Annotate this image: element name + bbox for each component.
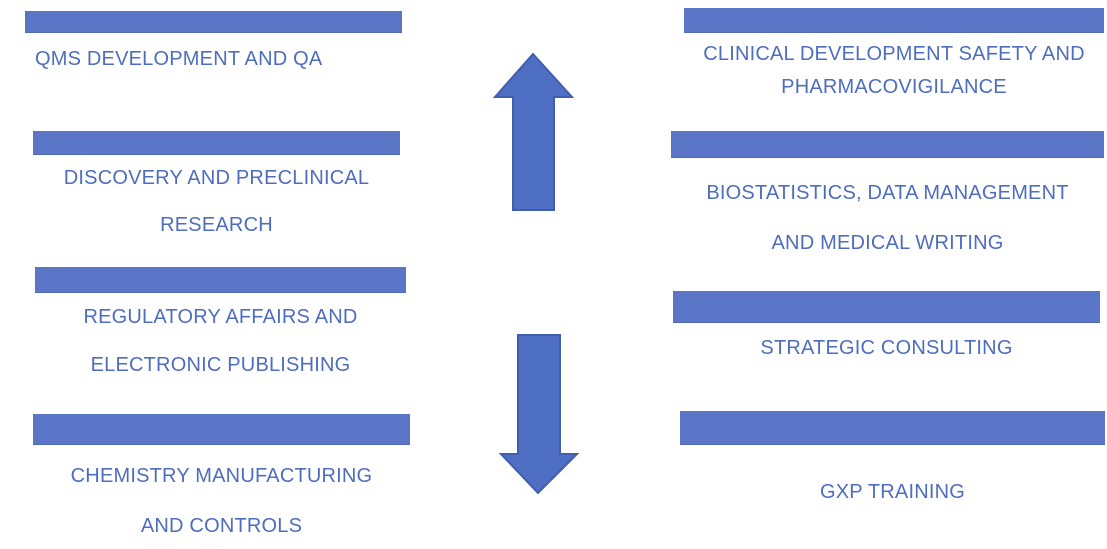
service-label-line: RESEARCH <box>160 214 273 236</box>
service-item-l2: DISCOVERY AND PRECLINICAL RESEARCH <box>33 131 400 249</box>
service-label: BIOSTATISTICS, DATA MANAGEMENT AND MEDICA… <box>671 168 1104 268</box>
service-bar <box>33 414 410 445</box>
service-label: GXP TRAINING <box>680 467 1105 517</box>
service-label-line: AND CONTROLS <box>140 515 303 537</box>
service-label: STRATEGIC CONSULTING <box>673 323 1100 373</box>
service-label-line: REGULATORY AFFAIRS AND <box>83 306 358 328</box>
service-item-l3: REGULATORY AFFAIRS AND ELECTRONIC PUBLISH… <box>35 267 406 389</box>
service-item-r2: BIOSTATISTICS, DATA MANAGEMENT AND MEDICA… <box>671 131 1104 268</box>
service-bar <box>673 291 1100 323</box>
service-bar <box>25 11 402 33</box>
service-label-line: STRATEGIC CONSULTING <box>760 337 1013 359</box>
service-item-r4: GXP TRAINING <box>680 411 1105 517</box>
service-label: REGULATORY AFFAIRS AND ELECTRONIC PUBLISH… <box>35 293 406 389</box>
service-label: CHEMISTRY MANUFACTURING AND CONTROLS <box>33 451 410 549</box>
service-item-l4: CHEMISTRY MANUFACTURING AND CONTROLS <box>33 414 410 549</box>
service-bar <box>684 8 1104 33</box>
service-bar <box>33 131 400 155</box>
service-label: DISCOVERY AND PRECLINICAL RESEARCH <box>33 155 400 249</box>
service-label-line: DISCOVERY AND PRECLINICAL <box>63 167 370 189</box>
service-label: CLINICAL DEVELOPMENT SAFETY AND PHARMACOV… <box>684 38 1104 104</box>
service-bar <box>680 411 1105 445</box>
service-label-line: BIOSTATISTICS, DATA MANAGEMENT <box>706 182 1069 204</box>
service-bar <box>35 267 406 293</box>
service-label: QMS DEVELOPMENT AND QA <box>25 42 402 76</box>
service-label-line: AND MEDICAL WRITING <box>771 232 1004 254</box>
down-arrow-icon <box>499 334 579 495</box>
service-bar <box>671 131 1104 158</box>
service-label-line: CLINICAL DEVELOPMENT SAFETY AND <box>703 43 1085 65</box>
service-item-r1: CLINICAL DEVELOPMENT SAFETY AND PHARMACOV… <box>684 8 1104 104</box>
service-label-line: PHARMACOVIGILANCE <box>781 76 1007 98</box>
up-arrow-icon <box>493 52 574 211</box>
service-label-line: GXP TRAINING <box>819 481 966 503</box>
service-label-line: QMS DEVELOPMENT AND QA <box>35 48 323 70</box>
service-item-r3: STRATEGIC CONSULTING <box>673 291 1100 373</box>
service-item-l1: QMS DEVELOPMENT AND QA <box>25 11 402 76</box>
service-label-line: ELECTRONIC PUBLISHING <box>90 354 351 376</box>
service-label-line: CHEMISTRY MANUFACTURING <box>70 465 373 487</box>
